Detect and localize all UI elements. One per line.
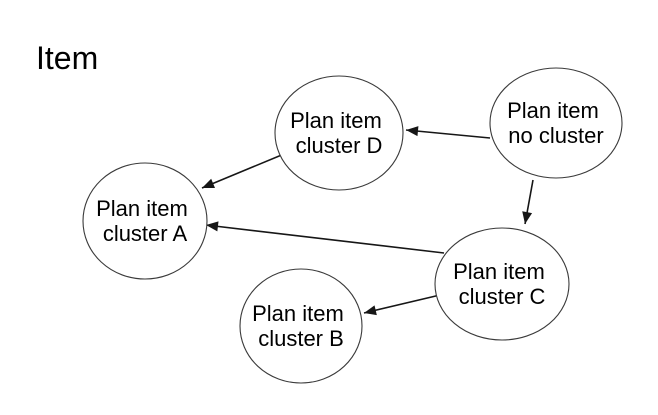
- node-circle: [82, 162, 208, 280]
- node-label: Plan item cluster B: [252, 301, 350, 351]
- edge-cluster-c-to-cluster-a: [205, 221, 445, 254]
- node-label: Plan item cluster D: [290, 108, 388, 158]
- node-circle: [274, 75, 404, 191]
- edge-no-cluster-to-cluster-d: [405, 126, 491, 139]
- page-title: Item: [36, 40, 98, 76]
- node-plan-item-cluster-b: Plan item cluster B: [239, 268, 363, 384]
- node-label: Plan item cluster C: [453, 259, 551, 309]
- node-plan-item-no-cluster: Plan item no cluster: [489, 67, 623, 179]
- node-label: Plan item no cluster: [507, 98, 605, 148]
- node-circle: [489, 67, 623, 179]
- node-circle: [434, 227, 570, 341]
- node-circle: [239, 268, 363, 384]
- node-label: Plan item cluster A: [96, 196, 194, 246]
- edge-cluster-d-to-cluster-a: [201, 153, 285, 189]
- node-plan-item-cluster-c: Plan item cluster C: [434, 227, 570, 341]
- node-plan-item-cluster-d: Plan item cluster D: [274, 75, 404, 191]
- node-plan-item-cluster-a: Plan item cluster A: [82, 162, 208, 280]
- edge-no-cluster-to-cluster-c: [522, 179, 534, 225]
- edge-cluster-c-to-cluster-b: [363, 294, 441, 316]
